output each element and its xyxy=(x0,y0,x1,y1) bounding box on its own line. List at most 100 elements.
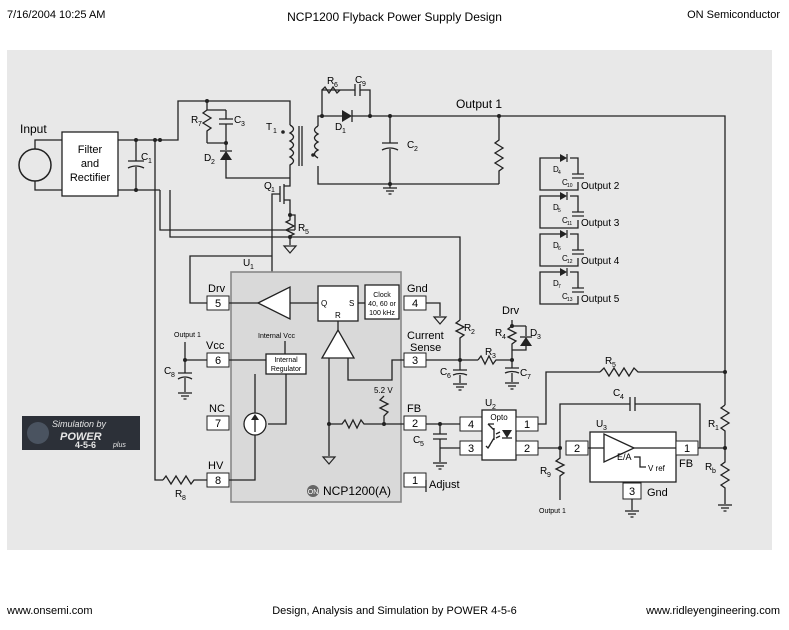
filter-rectifier-block: Filter and Rectifier xyxy=(61,131,119,197)
svg-text:Gnd: Gnd xyxy=(407,283,428,295)
svg-text:HV: HV xyxy=(208,460,224,472)
svg-text:7: 7 xyxy=(215,418,221,430)
ac-source-icon xyxy=(18,148,52,182)
svg-text:R: R xyxy=(708,419,715,430)
svg-text:C: C xyxy=(407,140,414,151)
svg-text:D: D xyxy=(553,279,559,288)
svg-text:Q: Q xyxy=(321,299,327,308)
load-resistor-output1 xyxy=(493,116,505,184)
svg-text:9: 9 xyxy=(362,81,366,88)
svg-text:C: C xyxy=(164,366,171,377)
header-datetime: 7/16/2004 10:25 AM xyxy=(7,9,106,21)
svg-text:C: C xyxy=(413,435,420,446)
svg-text:Q: Q xyxy=(264,181,272,192)
footer-right: www.ridleyengineering.com xyxy=(646,605,780,617)
svg-text:Output 4: Output 4 xyxy=(581,256,620,267)
svg-text:R: R xyxy=(605,356,612,367)
svg-text:4: 4 xyxy=(620,394,624,401)
svg-text:T: T xyxy=(266,122,272,133)
pin-2-fb: 2 FB xyxy=(403,403,427,431)
svg-text:D: D xyxy=(553,165,559,174)
svg-text:POWER: POWER xyxy=(60,431,102,443)
filter-label-2: and xyxy=(81,158,99,170)
v52-label: 5.2 V xyxy=(374,386,393,395)
svg-text:2: 2 xyxy=(471,329,475,336)
svg-text:8: 8 xyxy=(182,495,186,502)
svg-text:8: 8 xyxy=(171,372,175,379)
svg-text:Output 5: Output 5 xyxy=(581,294,620,305)
pin-4-gnd: 4 Gnd xyxy=(403,283,428,311)
svg-text:3: 3 xyxy=(241,121,245,128)
svg-text:Sense: Sense xyxy=(410,342,441,354)
svg-text:D: D xyxy=(553,203,559,212)
svg-text:Regulator: Regulator xyxy=(271,366,302,373)
svg-text:10: 10 xyxy=(567,183,573,189)
svg-text:C: C xyxy=(355,75,362,86)
svg-text:3: 3 xyxy=(603,425,607,432)
pin-3-current-sense: 3 Current Sense xyxy=(403,330,444,368)
svg-text:2: 2 xyxy=(574,443,580,455)
svg-text:5: 5 xyxy=(420,441,424,448)
svg-text:1: 1 xyxy=(524,419,530,431)
svg-text:5: 5 xyxy=(612,362,616,369)
svg-text:4: 4 xyxy=(412,298,418,310)
output1-label: Output 1 xyxy=(456,97,502,111)
svg-text:1: 1 xyxy=(342,128,346,135)
svg-text:6: 6 xyxy=(215,355,221,367)
input-label: Input xyxy=(20,122,47,136)
svg-text:R: R xyxy=(327,76,334,87)
svg-text:C: C xyxy=(440,367,447,378)
svg-text:4: 4 xyxy=(502,334,506,341)
svg-text:9: 9 xyxy=(547,472,551,479)
svg-text:b: b xyxy=(712,468,716,475)
on-logo: ON xyxy=(308,489,319,496)
svg-text:3: 3 xyxy=(629,486,635,498)
footer-center: Design, Analysis and Simulation by POWER… xyxy=(272,605,517,617)
svg-text:8: 8 xyxy=(215,475,221,487)
svg-text:Clock: Clock xyxy=(373,292,391,299)
svg-text:2: 2 xyxy=(414,146,418,153)
current-source-icon xyxy=(229,374,267,481)
svg-text:1: 1 xyxy=(273,128,277,135)
svg-text:Current: Current xyxy=(407,330,444,342)
svg-text:7: 7 xyxy=(527,374,531,381)
svg-text:C: C xyxy=(562,254,568,263)
svg-text:U: U xyxy=(485,398,492,409)
svg-text:C: C xyxy=(562,216,568,225)
footer-left: www.onsemi.com xyxy=(7,605,93,617)
svg-text:E/A: E/A xyxy=(617,452,632,462)
svg-text:Drv: Drv xyxy=(208,283,226,295)
svg-text:Opto: Opto xyxy=(490,413,508,422)
svg-text:D: D xyxy=(335,122,342,133)
svg-text:13: 13 xyxy=(567,297,573,303)
svg-text:4: 4 xyxy=(558,170,561,176)
pin-7-nc: 7 NC xyxy=(206,403,230,431)
svg-text:3: 3 xyxy=(468,443,474,455)
svg-text:D: D xyxy=(204,153,211,164)
simulation-badge: Simulation by POWER 4-5-6 plus xyxy=(22,416,140,450)
svg-text:6: 6 xyxy=(334,82,338,89)
filter-label-1: Filter xyxy=(78,144,103,156)
svg-text:Internal: Internal xyxy=(274,357,298,364)
svg-text:R: R xyxy=(298,223,305,234)
svg-text:2: 2 xyxy=(492,404,496,411)
svg-text:4-5-6: 4-5-6 xyxy=(75,440,96,450)
svg-text:3: 3 xyxy=(412,355,418,367)
svg-text:S: S xyxy=(349,299,354,308)
